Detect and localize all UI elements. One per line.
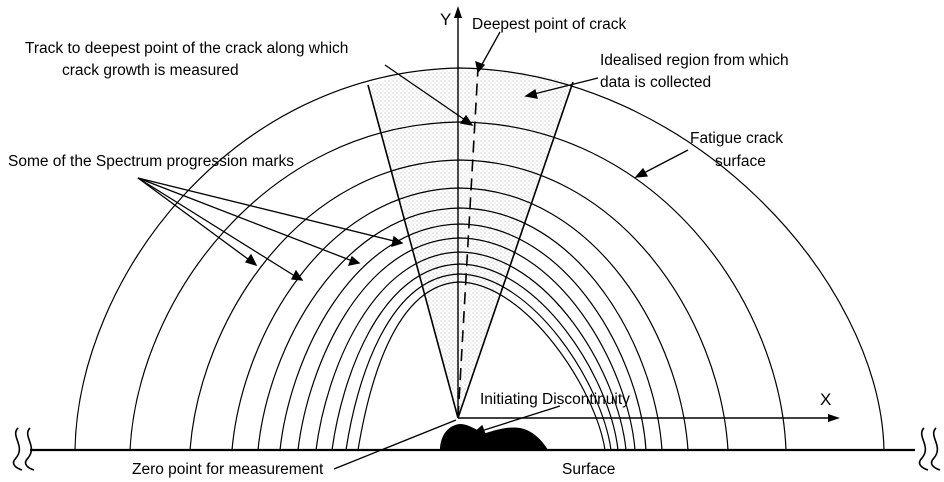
idealised-region-label-line2: data is collected	[600, 74, 711, 91]
sector-boundary-right	[457, 81, 574, 419]
initiating-discontinuity-label: Initiating Discontinuity	[480, 391, 630, 408]
spectrum-marks-label: Some of the Spectrum progression marks	[8, 153, 294, 170]
crack-front-8	[315, 251, 627, 451]
y-axis-arrowhead	[454, 6, 462, 18]
deepest-point-track	[457, 67, 479, 419]
y-axis-label: Y	[440, 10, 451, 29]
idealised-region-sector	[368, 69, 573, 419]
initiating-discontinuity-shape	[440, 424, 548, 450]
zero-point-label: Zero point for measurement	[132, 461, 324, 478]
surface-break-left-icon	[12, 427, 35, 471]
crack-front-9	[331, 263, 619, 451]
track-label-line1: Track to deepest point of the crack alon…	[25, 40, 348, 57]
annotation-arrows	[137, 31, 689, 470]
deepest-point-label: Deepest point of crack	[472, 16, 626, 33]
crack-front-6	[279, 223, 647, 451]
crack-front-3	[189, 159, 729, 451]
crack-front-2	[129, 121, 787, 451]
crack-front-4	[231, 187, 689, 451]
surface-label: Surface	[562, 461, 615, 478]
fatigue-surface-label-line2: surface	[715, 153, 766, 170]
fatigue-surface-label-line1: Fatigue crack	[690, 130, 783, 147]
idealised-region-label-line1: Idealised region from which	[600, 52, 789, 69]
crack-front-outer	[74, 67, 885, 451]
crack-front-11	[357, 281, 606, 451]
x-axis-label: X	[820, 390, 831, 409]
crack-fronts	[74, 67, 885, 451]
x-axis-arrowhead	[828, 414, 840, 422]
track-label-line2: crack growth is measured	[62, 62, 239, 79]
crack-front-5	[257, 207, 663, 451]
crack-front-7	[297, 237, 636, 451]
crack-front-10	[345, 273, 612, 451]
surface-break-right-icon	[918, 427, 941, 471]
sector-boundary-left	[367, 84, 459, 419]
